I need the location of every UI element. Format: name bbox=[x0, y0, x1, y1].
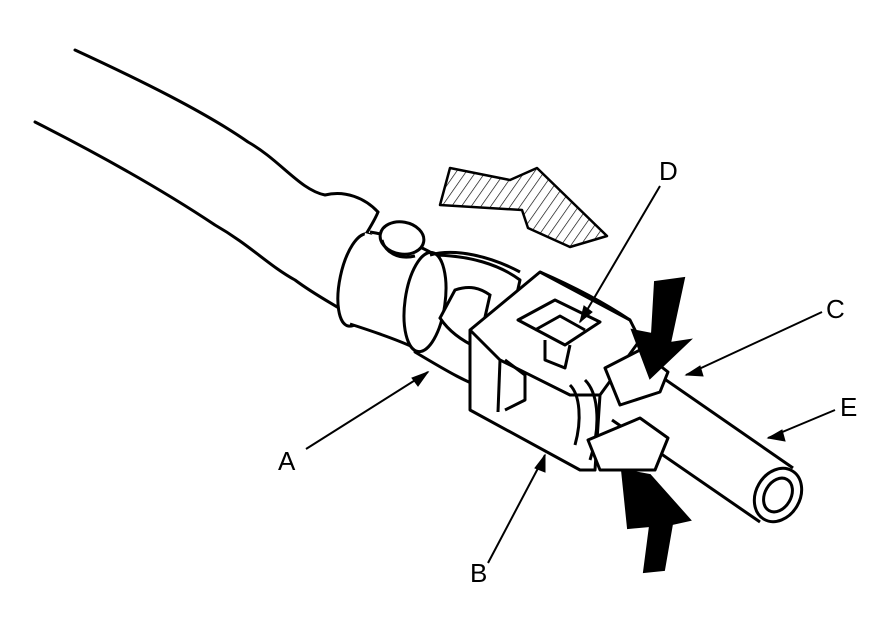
callout-label-a: A bbox=[278, 446, 296, 476]
squeeze-arrow-icon bbox=[620, 276, 693, 574]
callout-label-e: E bbox=[840, 392, 858, 422]
callout-label-b: B bbox=[470, 558, 488, 588]
callout-label-d: D bbox=[659, 156, 678, 186]
push-direction-arrow-icon bbox=[438, 166, 609, 249]
callout-label-c: C bbox=[826, 294, 845, 324]
leader-arrowheads bbox=[411, 305, 786, 473]
hose bbox=[33, 48, 380, 317]
quick-connector-b bbox=[468, 270, 642, 472]
